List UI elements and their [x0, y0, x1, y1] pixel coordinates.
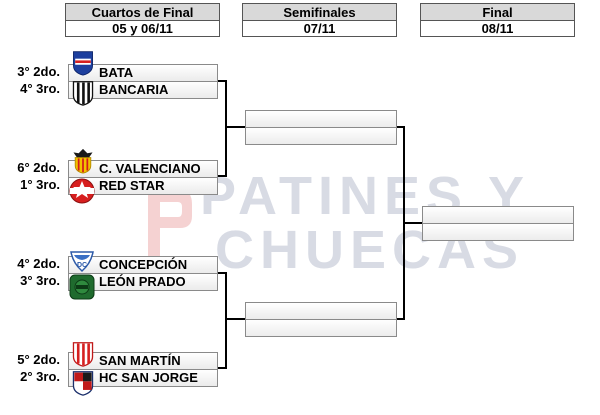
- team-slot-san-jorge[interactable]: HC SAN JORGE: [68, 369, 218, 387]
- bracket-connector: [403, 222, 423, 224]
- team-name: RED STAR: [99, 178, 165, 193]
- bracket-connector: [225, 318, 245, 320]
- team-name: HC SAN JORGE: [99, 370, 198, 385]
- bracket-connector: [397, 318, 405, 320]
- team-slot-san-martin[interactable]: SAN MARTÍN: [68, 352, 218, 370]
- semifinals-date: 07/11: [242, 20, 397, 37]
- team-slot-leon-prado[interactable]: LEÓN PRADO: [68, 273, 218, 291]
- final-slot-top[interactable]: [422, 206, 574, 224]
- seed-label: 4° 3ro.: [20, 81, 60, 96]
- seed-label: 3° 3ro.: [20, 273, 60, 288]
- bracket-connector: [218, 367, 227, 369]
- bracket-connector: [397, 126, 405, 128]
- team-slot-bancaria[interactable]: BANCARIA: [68, 81, 218, 99]
- semifinal-1-slot-top[interactable]: [245, 110, 397, 128]
- team-slot-bata[interactable]: BATA: [68, 64, 218, 82]
- final-date: 08/11: [420, 20, 575, 37]
- concepcion-crest-icon: DC: [70, 251, 94, 273]
- final-slot-bottom[interactable]: [422, 223, 574, 241]
- bata-crest-icon: [73, 51, 93, 76]
- bracket-connector: [225, 80, 227, 176]
- team-name: SAN MARTÍN: [99, 353, 181, 368]
- team-slot-red-star[interactable]: RED STAR: [68, 177, 218, 195]
- bancaria-crest-icon: [72, 81, 94, 106]
- team-name: C. VALENCIANO: [99, 161, 201, 176]
- svg-text:DC: DC: [77, 262, 87, 269]
- semifinal-1-slot-bottom[interactable]: [245, 127, 397, 145]
- leon-prado-crest-icon: [69, 274, 95, 300]
- valenciano-bat-crest-icon: [73, 148, 93, 174]
- san-martin-crest-icon: [72, 342, 94, 367]
- seed-label: 4° 2do.: [17, 256, 60, 271]
- bracket-connector: [225, 126, 245, 128]
- quarterfinals-date: 05 y 06/11: [65, 20, 220, 37]
- seed-label: 5° 2do.: [17, 352, 60, 367]
- seed-label: 6° 2do.: [17, 160, 60, 175]
- bracket-connector: [218, 175, 227, 177]
- red-star-crest-icon: [69, 178, 95, 204]
- san-jorge-crest-icon: [72, 371, 94, 396]
- seed-label: 3° 2do.: [17, 64, 60, 79]
- quarterfinals-title: Cuartos de Final: [65, 3, 220, 20]
- team-name: BATA: [99, 65, 134, 80]
- bracket-connector: [218, 80, 227, 82]
- bracket-connector: [218, 272, 227, 274]
- final-title: Final: [420, 3, 575, 20]
- semifinal-2-slot-bottom[interactable]: [245, 319, 397, 337]
- seed-label: 2° 3ro.: [20, 369, 60, 384]
- semifinal-2-slot-top[interactable]: [245, 302, 397, 320]
- team-name: LEÓN PRADO: [99, 274, 186, 289]
- watermark-logo-icon: [148, 190, 192, 260]
- team-name: CONCEPCIÓN: [99, 257, 188, 272]
- team-name: BANCARIA: [99, 82, 169, 97]
- seed-label: 1° 3ro.: [20, 177, 60, 192]
- semifinals-title: Semifinales: [242, 3, 397, 20]
- bracket-connector: [225, 272, 227, 368]
